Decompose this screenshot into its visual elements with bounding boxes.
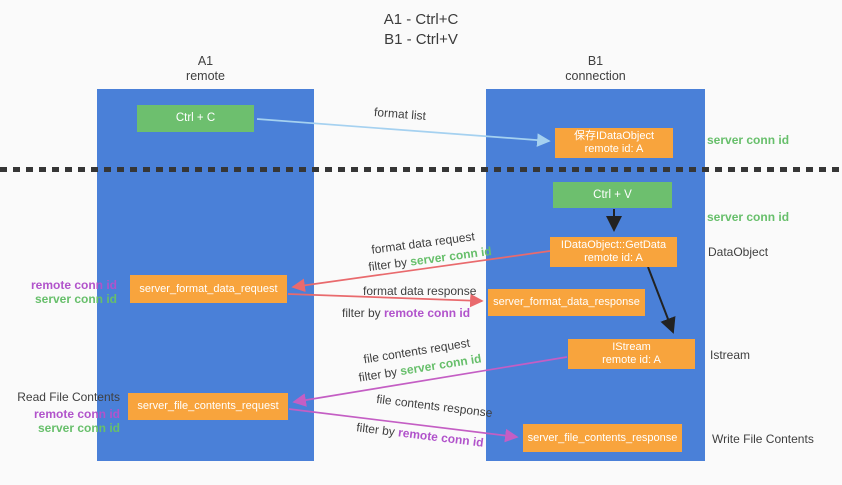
- write-file-contents-label: Write File Contents: [712, 432, 814, 446]
- server-file-contents-request-label: server_file_contents_request: [137, 400, 279, 412]
- read-file-contents-label: Read File Contents: [17, 390, 120, 404]
- server-conn-id-label-left-bottom: server conn id: [37, 421, 120, 435]
- diagram-title: A1 - Ctrl+C B1 - Ctrl+V: [0, 10, 842, 50]
- idataobject-getdata-line1: IDataObject::GetData: [560, 239, 667, 251]
- column-a1-name: A1: [197, 54, 214, 68]
- save-idataobject-line2: remote id: A: [584, 143, 644, 155]
- format-list-arrow-label: format list: [373, 104, 427, 124]
- filter4-prefix: filter by: [355, 420, 400, 440]
- ctrl-v-label: Ctrl + V: [593, 188, 632, 201]
- istream-box: IStream remote id: A: [568, 339, 695, 369]
- filter-by-remote-conn-id-label-1: filter by remote conn id: [342, 306, 470, 320]
- server-conn-id-label-left-mid: server conn id: [34, 292, 117, 306]
- column-a1-subtitle: remote: [186, 69, 225, 83]
- filter3-prefix: filter by: [357, 364, 402, 385]
- server-file-contents-response-label: server_file_contents_response: [527, 431, 678, 444]
- section-divider-dotted-line: [0, 167, 842, 172]
- filter4-value: remote conn id: [397, 425, 485, 450]
- ctrl-c-box: Ctrl + C: [137, 105, 254, 132]
- filter1-prefix: filter by: [367, 254, 412, 275]
- filter2-value: remote conn id: [384, 306, 471, 320]
- idataobject-getdata-box: IDataObject::GetData remote id: A: [550, 237, 677, 267]
- server-conn-id-label-mid: server conn id: [707, 210, 790, 224]
- idataobject-getdata-line2: remote id: A: [584, 252, 643, 264]
- title-line-1: A1 - Ctrl+C: [383, 11, 459, 28]
- filter-by-remote-conn-id-label-2: filter by remote conn id: [356, 420, 485, 449]
- save-idataobject-line1: 保存IDataObject: [573, 130, 655, 142]
- save-idataobject-box: 保存IDataObject remote id: A: [555, 128, 673, 158]
- left-labels-bottom: Read File Contents remote conn id server…: [5, 390, 120, 435]
- ctrl-c-label: Ctrl + C: [175, 112, 216, 124]
- file-contents-response-arrow-label: file contents response: [375, 391, 494, 421]
- title-line-2: B1 - Ctrl+V: [384, 31, 458, 48]
- filter2-prefix: filter by: [342, 306, 385, 320]
- istream-side-label: Istream: [710, 348, 751, 362]
- column-header-a1: A1 remote: [97, 54, 314, 84]
- left-conn-id-labels-mid: remote conn id server conn id: [10, 278, 117, 306]
- server-format-data-request-label: server_format_data_request: [139, 282, 278, 295]
- column-b1-name: B1: [587, 54, 604, 68]
- remote-conn-id-label-bottom: remote conn id: [33, 407, 120, 421]
- format-data-response-arrow-label: format data response: [363, 284, 477, 298]
- server-file-contents-request-box: server_file_contents_request: [128, 393, 288, 420]
- server-format-data-response-label: server_format_data_response: [493, 296, 640, 308]
- server-file-contents-response-box: server_file_contents_response: [523, 424, 682, 452]
- server-format-data-response-box: server_format_data_response: [488, 289, 645, 316]
- remote-conn-id-label-mid: remote conn id: [30, 278, 117, 292]
- server-conn-id-label-top: server conn id: [707, 133, 790, 147]
- dataobject-label: DataObject: [708, 245, 769, 259]
- istream-line2: remote id: A: [602, 354, 661, 366]
- istream-line1: IStream: [612, 341, 651, 353]
- column-header-b1: B1 connection: [486, 54, 705, 84]
- column-b1-subtitle: connection: [565, 69, 626, 83]
- server-format-data-request-box: server_format_data_request: [130, 275, 287, 303]
- ctrl-v-box: Ctrl + V: [553, 182, 672, 208]
